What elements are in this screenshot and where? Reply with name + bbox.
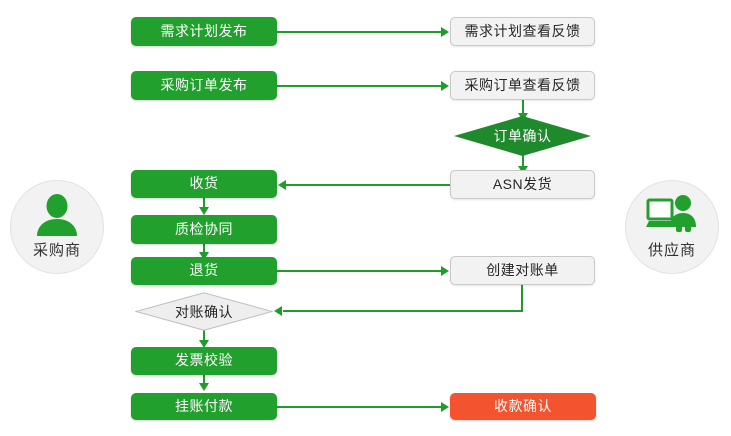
- node-asn-shipment[interactable]: ASN发货: [450, 170, 595, 199]
- arrowhead-demand-plan-feedback: [441, 27, 449, 37]
- node-label: 采购订单查看反馈: [464, 76, 581, 93]
- edge-create-statement-down: [521, 284, 523, 312]
- arrowhead-receive-goods: [278, 180, 286, 190]
- diamond-shape-green: [454, 116, 591, 156]
- actor-supplier: 供应商: [625, 180, 719, 274]
- node-label: 收货: [189, 175, 219, 192]
- node-label: 创建对账单: [486, 261, 559, 278]
- node-receive-goods[interactable]: 收货: [131, 170, 277, 198]
- node-label: 退货: [189, 262, 219, 279]
- edge-quality-to-return-goods: [203, 243, 205, 255]
- node-demand-plan-publish[interactable]: 需求计划发布: [131, 17, 277, 46]
- node-quality-collab[interactable]: 质检协同: [131, 215, 277, 244]
- node-label: 订单确认: [493, 128, 552, 144]
- arrowhead-quality-collab: [199, 207, 209, 215]
- node-create-statement[interactable]: 创建对账单: [450, 256, 595, 285]
- diamond-shape-gray: [135, 292, 273, 331]
- arrowhead-reconcile-confirm: [274, 306, 282, 316]
- actor-supplier-label: 供应商: [647, 242, 696, 259]
- node-receipt-confirm[interactable]: 收款确认: [450, 393, 596, 420]
- edge-order-confirm-to-asn: [522, 155, 524, 169]
- node-label: 发票校验: [175, 352, 233, 369]
- actor-buyer: 采购商: [10, 180, 104, 274]
- edge-receive-goods-to-quality: [203, 197, 205, 209]
- arrowhead-accrual-payment: [199, 383, 209, 391]
- edge-po-publish-to-feedback: [277, 85, 441, 87]
- node-label: 挂账付款: [175, 397, 233, 414]
- node-return-goods[interactable]: 退货: [131, 257, 277, 285]
- node-reconcile-confirm[interactable]: 对账确认: [135, 292, 273, 331]
- node-po-publish[interactable]: 采购订单发布: [131, 71, 277, 100]
- edge-asn-to-receive-goods: [286, 184, 450, 186]
- node-label: 收款确认: [494, 397, 552, 414]
- arrowhead-invoice-verify: [199, 340, 209, 348]
- node-po-feedback[interactable]: 采购订单查看反馈: [450, 71, 595, 100]
- person-at-computer-icon: [646, 193, 698, 237]
- node-demand-plan-feedback[interactable]: 需求计划查看反馈: [450, 17, 595, 46]
- node-label: ASN发货: [492, 175, 553, 192]
- actor-buyer-label: 采购商: [32, 242, 81, 259]
- edge-return-goods-to-create-statement: [277, 270, 441, 272]
- arrowhead-receipt-confirm: [441, 402, 449, 412]
- node-label: 采购订单发布: [160, 76, 248, 93]
- edge-invoice-verify-to-accrual: [203, 374, 205, 386]
- node-order-confirm[interactable]: 订单确认: [454, 116, 591, 156]
- arrowhead-return-goods: [199, 252, 209, 260]
- edge-po-feedback-to-order-confirm: [522, 100, 524, 115]
- node-label: 需求计划查看反馈: [464, 22, 581, 39]
- edge-reconcile-to-invoice-verify: [203, 330, 205, 342]
- edge-accrual-to-receipt-confirm: [277, 406, 441, 408]
- edge-demand-plan-publish-to-feedback: [277, 31, 441, 33]
- node-label: 需求计划发布: [160, 22, 248, 39]
- node-invoice-verify[interactable]: 发票校验: [131, 347, 277, 375]
- node-label: 质检协同: [175, 220, 233, 237]
- edge-create-statement-to-reconcile: [283, 310, 523, 312]
- arrowhead-po-feedback: [441, 81, 449, 91]
- node-accrual-payment[interactable]: 挂账付款: [131, 393, 277, 420]
- arrowhead-create-statement: [441, 266, 449, 276]
- person-icon: [35, 193, 79, 237]
- node-label: 对账确认: [175, 303, 233, 320]
